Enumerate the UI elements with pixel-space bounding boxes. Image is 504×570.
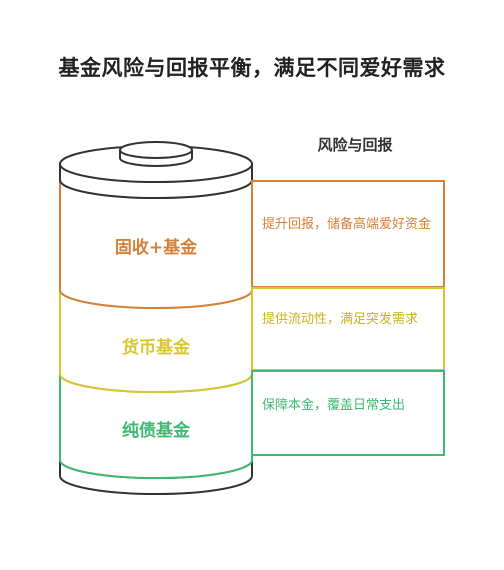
diagram-title: 基金风险与回报平衡，满足不同爱好需求 (58, 56, 446, 80)
diagram-subtitle: 风险与回报 (317, 136, 393, 154)
desc-box-orange (251, 180, 445, 288)
layer-label-pure-bond: 纯债基金 (122, 421, 190, 441)
desc-box-green (251, 370, 445, 456)
layer-orange-body (59, 180, 253, 309)
layer-label-money-market: 货币基金 (122, 338, 190, 358)
layer-yellow-body (59, 290, 253, 393)
layer-desc-money-market: 提供流动性，满足突发需求 (262, 312, 419, 327)
layer-desc-pure-bond: 保障本金，覆盖日常支出 (262, 398, 406, 413)
layer-label-fixed-income-plus: 固收+基金 (114, 238, 198, 258)
layer-green-body (59, 374, 253, 479)
desc-box-yellow (251, 287, 445, 371)
layer-desc-fixed-income-plus: 提升回报，储备高端爱好资金 (262, 217, 432, 232)
cylinder-knob-top (119, 141, 193, 159)
